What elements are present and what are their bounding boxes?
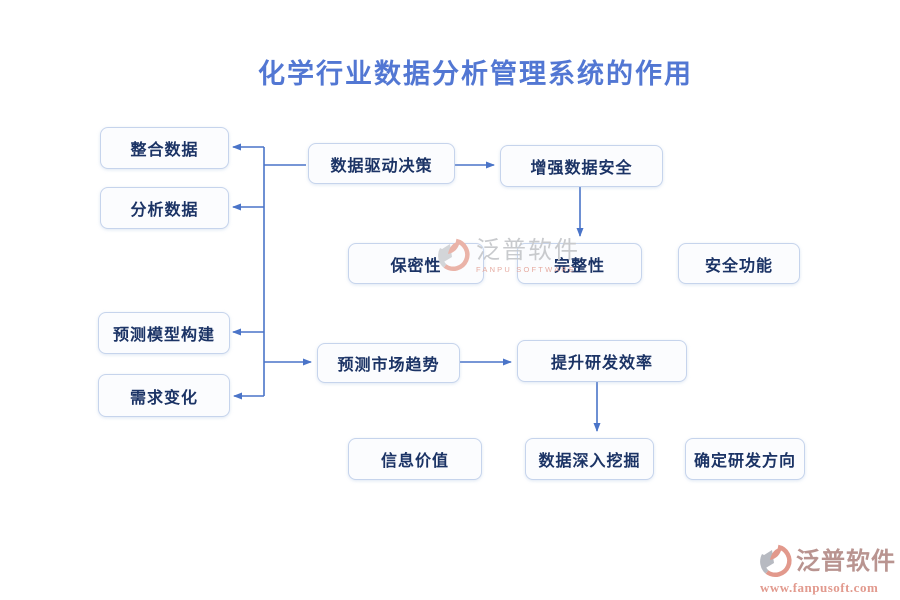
footer-brand-text: 泛普软件 xyxy=(796,549,896,575)
node-analyze-data: 分析数据 xyxy=(100,187,229,229)
node-enhance-data-security: 增强数据安全 xyxy=(500,145,663,187)
node-predict-market-trend: 预测市场趋势 xyxy=(317,343,460,383)
footer-logo-icon xyxy=(760,544,792,577)
node-demand-change: 需求变化 xyxy=(98,374,230,417)
footer-website-text: www.fanpusoft.com xyxy=(760,580,879,595)
node-deep-data-mining: 数据深入挖掘 xyxy=(525,438,654,480)
node-data-driven-decision: 数据驱动决策 xyxy=(308,143,455,184)
node-security-function: 安全功能 xyxy=(678,243,800,284)
node-integrate-data: 整合数据 xyxy=(100,127,229,169)
node-rd-direction: 确定研发方向 xyxy=(685,438,805,480)
page-title: 化学行业数据分析管理系统的作用 xyxy=(258,59,693,89)
node-confidentiality: 保密性 xyxy=(348,243,484,284)
node-information-value: 信息价值 xyxy=(348,438,482,480)
node-integrity: 完整性 xyxy=(517,243,642,284)
footer-logo: 泛普软件 www.fanpusoft.com xyxy=(760,544,896,596)
node-improve-rd-efficiency: 提升研发效率 xyxy=(517,340,687,382)
node-prediction-model: 预测模型构建 xyxy=(98,312,230,354)
